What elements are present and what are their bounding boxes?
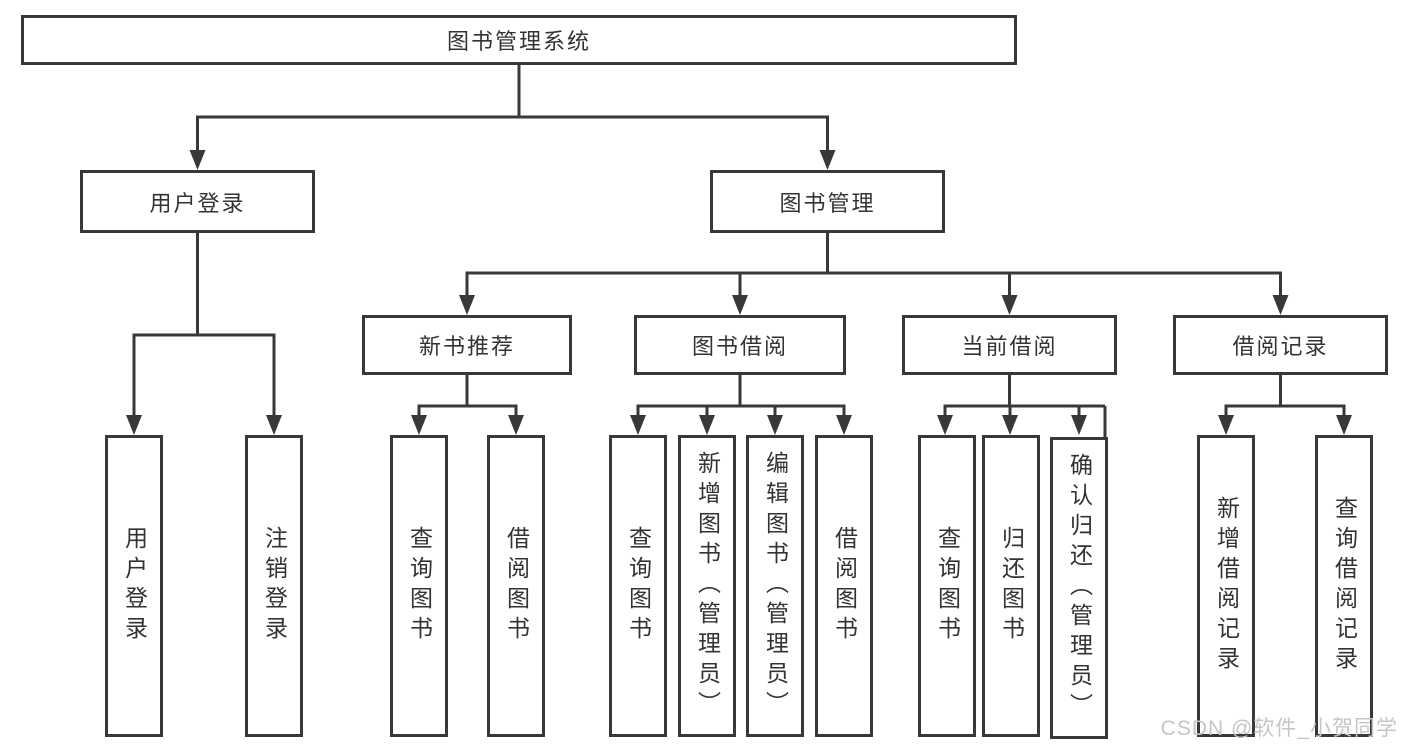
node-label: 查询图书 <box>934 526 961 646</box>
node-label: 确认归还（管理员） <box>1066 453 1093 723</box>
node-label: 用户登录 <box>121 526 148 646</box>
node-label: 用户登录 <box>149 190 246 216</box>
node-label: 图书借阅 <box>691 334 788 359</box>
node-label: 归还图书 <box>998 526 1025 646</box>
node-current-borrowing: 当前借阅 <box>902 315 1117 375</box>
node-query-books-recommend: 查询图书 <box>390 435 448 737</box>
node-label: 注销登录 <box>261 526 288 646</box>
node-edit-books-admin: 编辑图书（管理员） <box>746 435 804 737</box>
node-logout: 注销登录 <box>245 435 303 737</box>
node-label: 借阅图书 <box>503 526 530 646</box>
node-book-management: 图书管理 <box>710 170 945 233</box>
node-label: 查询图书 <box>406 526 433 646</box>
node-label: 当前借阅 <box>961 334 1058 359</box>
node-label: 借阅记录 <box>1232 334 1329 359</box>
node-label: 查询借阅记录 <box>1331 496 1358 676</box>
node-label: 新书推荐 <box>418 334 515 359</box>
node-book-borrowing: 图书借阅 <box>634 315 846 375</box>
node-label: 查询图书 <box>625 526 652 646</box>
node-label: 新增借阅记录 <box>1213 496 1240 676</box>
node-add-books-admin: 新增图书（管理员） <box>678 435 736 737</box>
node-user-login-leaf: 用户登录 <box>105 435 163 737</box>
node-query-books-borrowing: 查询图书 <box>609 435 667 737</box>
node-label: 图书管理系统 <box>446 29 591 54</box>
node-return-books: 归还图书 <box>982 435 1040 737</box>
node-new-book-recommend: 新书推荐 <box>362 315 572 375</box>
node-add-borrow-record: 新增借阅记录 <box>1197 435 1255 737</box>
node-label: 编辑图书（管理员） <box>762 451 789 721</box>
node-label: 借阅图书 <box>831 526 858 646</box>
node-query-borrow-record: 查询借阅记录 <box>1315 435 1373 737</box>
node-label: 新增图书（管理员） <box>694 451 721 721</box>
csdn-watermark: CSDN @软件_小贺同学 <box>1160 717 1398 740</box>
node-borrow-books-leaf: 借阅图书 <box>815 435 873 737</box>
node-user-login: 用户登录 <box>80 170 315 233</box>
node-confirm-return-admin: 确认归还（管理员） <box>1050 437 1108 739</box>
node-borrow-books-recommend: 借阅图书 <box>487 435 545 737</box>
node-borrow-records: 借阅记录 <box>1173 315 1388 375</box>
node-label: 图书管理 <box>779 190 876 216</box>
node-root: 图书管理系统 <box>21 15 1017 65</box>
node-query-books-current: 查询图书 <box>918 435 976 737</box>
